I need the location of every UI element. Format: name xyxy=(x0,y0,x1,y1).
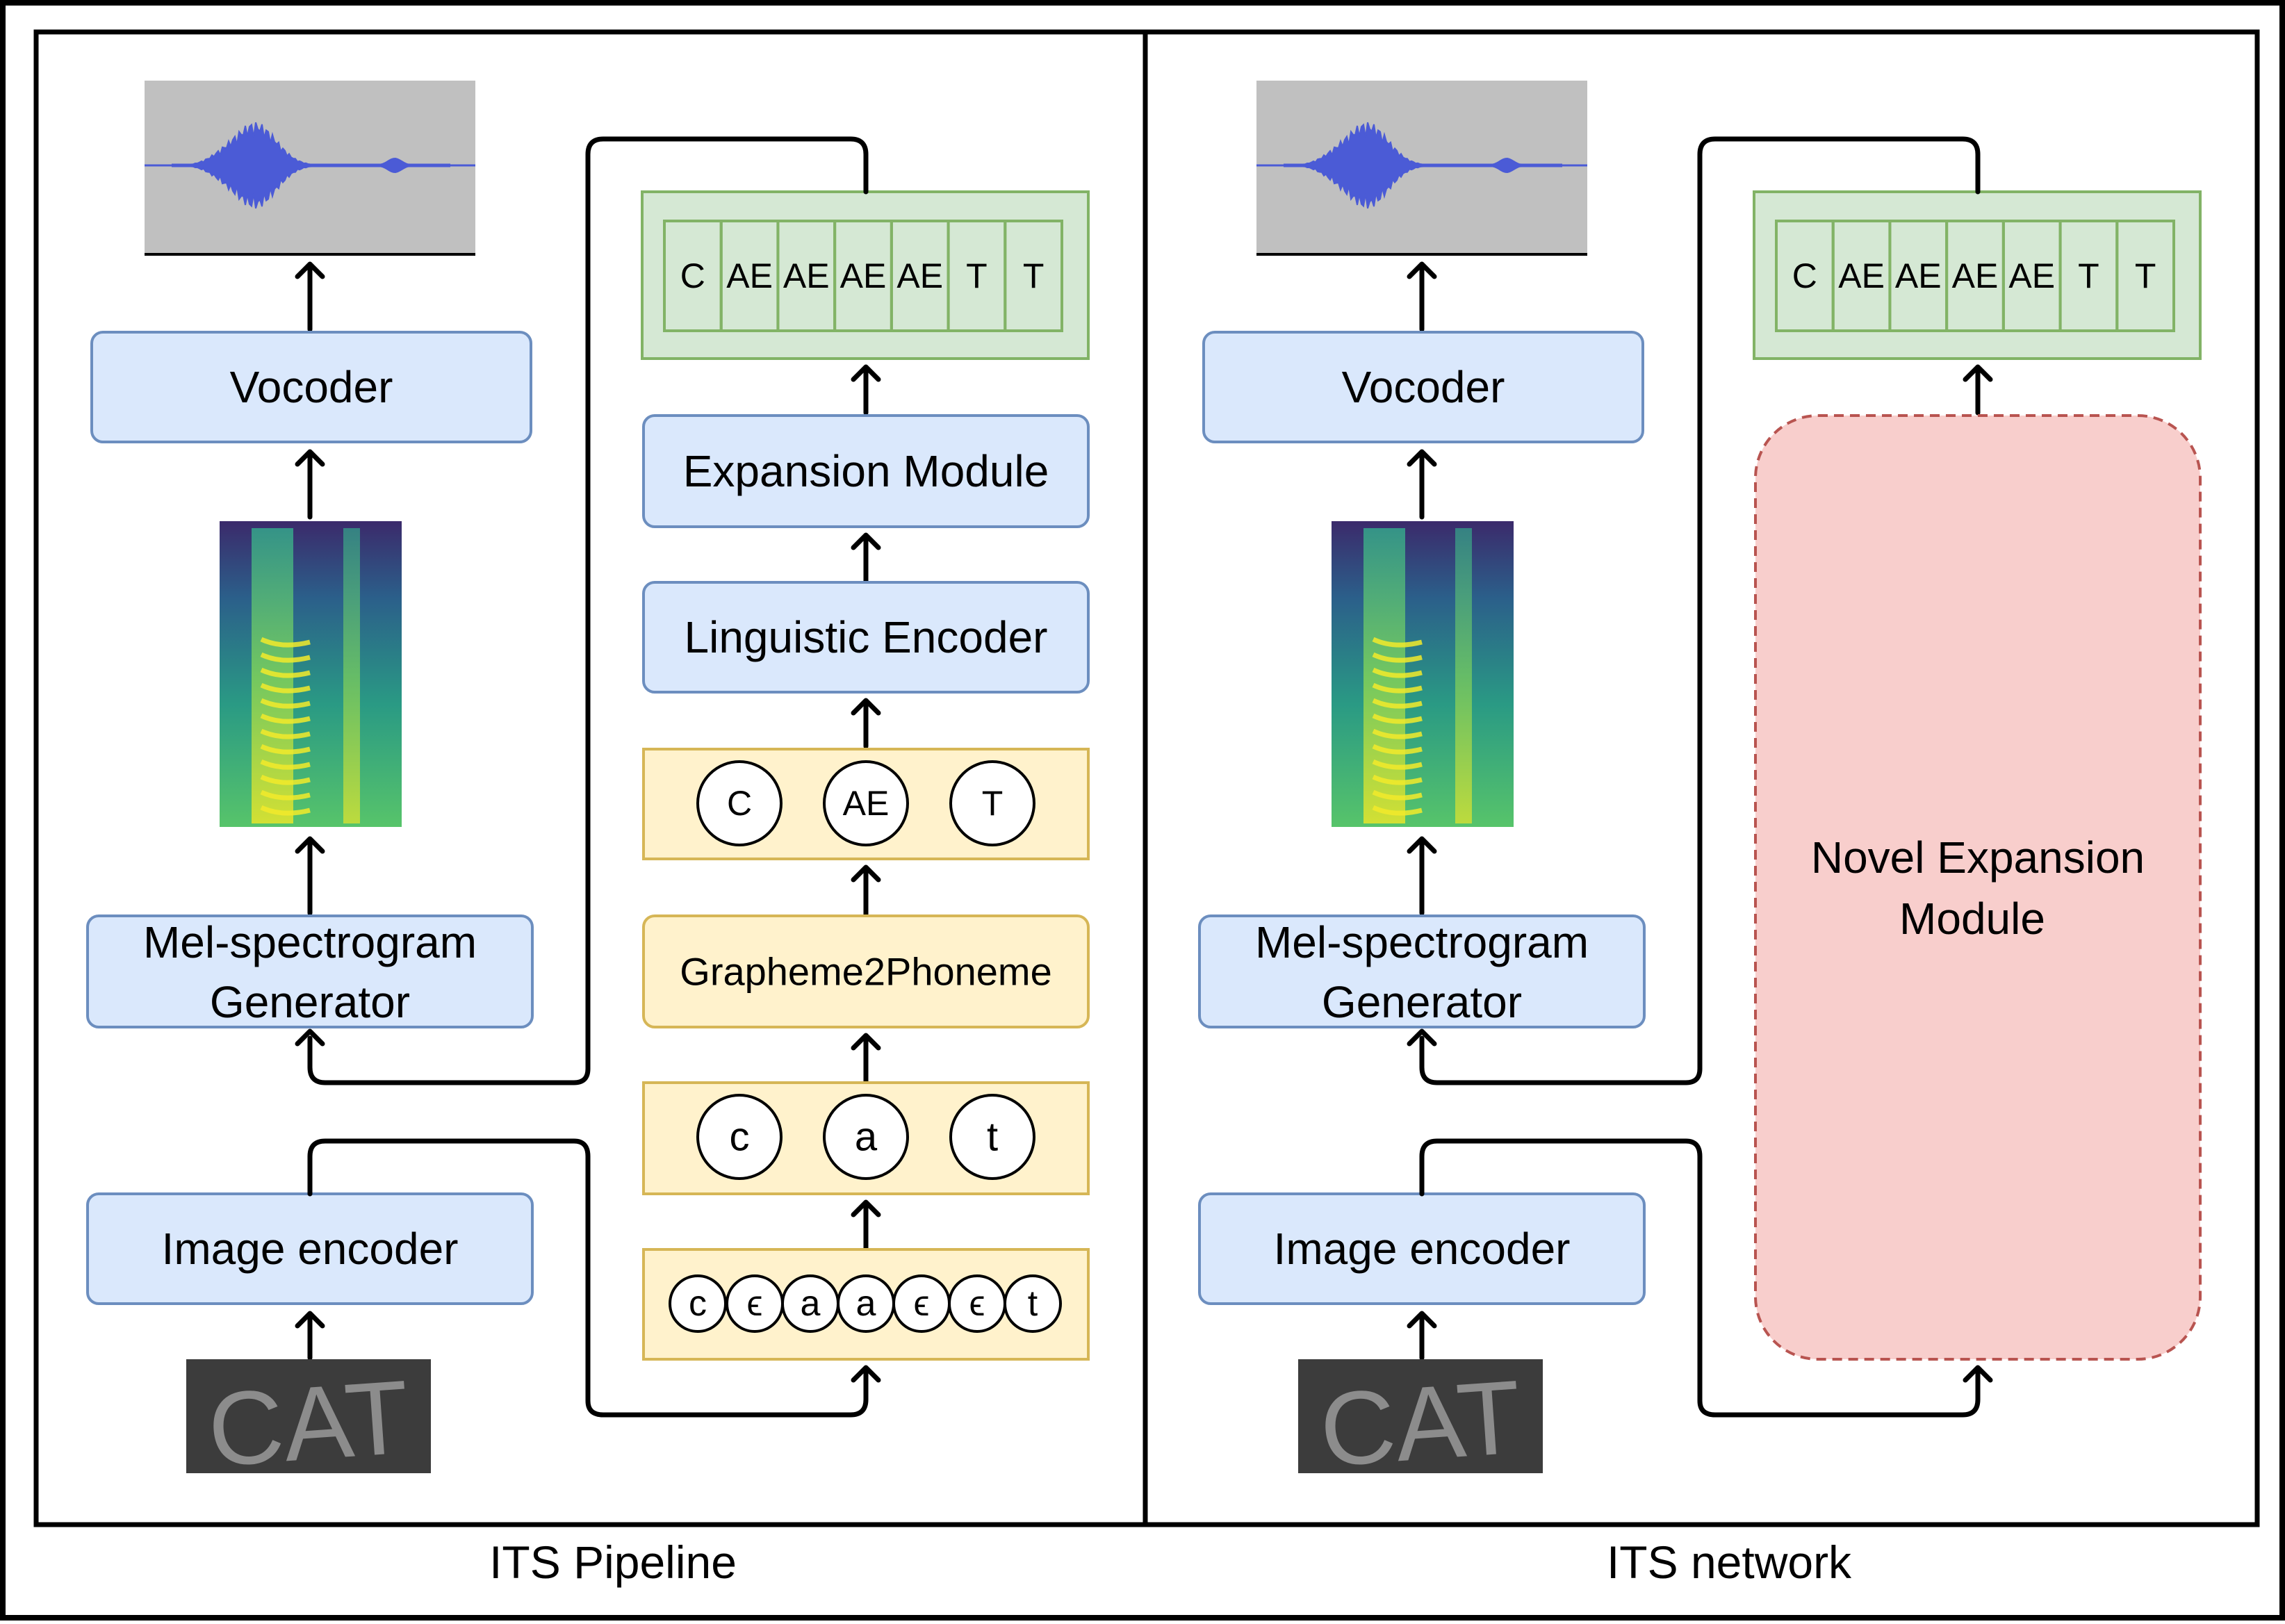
symbol-label: a xyxy=(801,1283,821,1324)
mel-spectrogram-image-network xyxy=(1332,521,1514,827)
phoneme-circles: C AE T xyxy=(696,760,1035,846)
phoneme-cell-label: C xyxy=(1792,256,1817,295)
vocoder-label-network: Vocoder xyxy=(1342,362,1505,412)
phoneme-cell-label: C xyxy=(680,256,705,295)
grapheme2phoneme-label: Grapheme2Phoneme xyxy=(680,950,1051,994)
phoneme-cell-label: AE xyxy=(896,256,943,295)
input-cat-image-text-network: CAT xyxy=(1316,1358,1525,1488)
image-encoder-label: Image encoder xyxy=(162,1224,459,1274)
symbol-label: t xyxy=(987,1115,998,1160)
phoneme-cell-label: AE xyxy=(1895,256,1942,295)
novel-expansion-label-line1: Novel Expansion xyxy=(1811,832,2145,883)
novel-expansion-module-box xyxy=(1754,414,2202,1361)
symbol-label: ϵ xyxy=(969,1283,985,1324)
symbol-label: c xyxy=(730,1115,750,1160)
grapheme2phoneme-box xyxy=(642,914,1090,1028)
phoneme-cell-label: AE xyxy=(783,256,830,295)
waveform-output xyxy=(145,81,475,256)
symbol-circle xyxy=(1004,1274,1062,1333)
linguistic-encoder-box xyxy=(642,581,1090,694)
symbol-label: a xyxy=(855,1115,878,1160)
phoneme-cell xyxy=(1004,220,1064,332)
expansion-module-box xyxy=(642,414,1090,528)
phoneme-cell-label: AE xyxy=(1952,256,1999,295)
linguistic-encoder-label: Linguistic Encoder xyxy=(685,612,1048,662)
mel-generator-label-network-line1: Mel-spectrogram xyxy=(1255,917,1589,967)
phoneme-cell-label: T xyxy=(2078,256,2099,295)
vocoder-label: Vocoder xyxy=(230,362,393,412)
symbol-label: AE xyxy=(843,784,890,823)
symbol-label: C xyxy=(727,784,752,823)
symbol-label: ϵ xyxy=(914,1283,930,1324)
network-caption: ITS network xyxy=(1607,1536,1852,1588)
input-cat-image: CAT xyxy=(186,1358,431,1488)
vocoder-box xyxy=(90,331,532,443)
phoneme-cell-label: AE xyxy=(2008,256,2055,295)
network-panel xyxy=(1142,29,2260,1527)
symbol-label: c xyxy=(689,1283,707,1324)
connector-encoder-to-novel-expansion xyxy=(1419,1138,1981,1418)
symbol-label: T xyxy=(982,784,1004,823)
waveform-output-network xyxy=(1256,81,1587,256)
network-left-column: Vocoder Mel-spectrogram Generator Image … xyxy=(1198,81,1646,1488)
symbol-circle xyxy=(949,1094,1035,1180)
phoneme-cell xyxy=(2115,220,2175,332)
connector-network-to-melgen xyxy=(1419,136,1981,1085)
phoneme-cell-label: AE xyxy=(726,256,773,295)
symbol-circle xyxy=(949,760,1035,846)
symbol-label: ϵ xyxy=(747,1283,763,1324)
connector-phonemes-to-melgen xyxy=(307,136,869,1085)
phoneme-cell-label: T xyxy=(1023,256,1045,295)
mel-generator-label-line1: Mel-spectrogram xyxy=(143,917,477,967)
symbol-circle xyxy=(823,1094,909,1180)
novel-expansion-label-line2: Module xyxy=(1899,894,2045,944)
connector-encoder-to-ctc xyxy=(307,1138,869,1418)
vocoder-box-network xyxy=(1202,331,1644,443)
image-encoder-label-network: Image encoder xyxy=(1274,1224,1571,1274)
phoneme-cell-label: T xyxy=(966,256,988,295)
input-cat-image-network: CAT xyxy=(1298,1358,1543,1488)
symbol-label: a xyxy=(856,1283,876,1324)
symbol-circle xyxy=(823,760,909,846)
mel-generator-label-line2: Generator xyxy=(210,977,410,1027)
mel-generator-box-network xyxy=(1198,914,1646,1028)
mel-generator-box xyxy=(86,914,534,1028)
phoneme-cell-label: AE xyxy=(1838,256,1885,295)
mel-generator-label-network-line2: Generator xyxy=(1322,977,1522,1027)
symbol-circle xyxy=(696,1094,783,1180)
pipeline-left-column: Vocoder Mel-spectrogram Generator Image … xyxy=(86,81,534,1488)
pipeline-caption: ITS Pipeline xyxy=(489,1536,737,1588)
expansion-module-label: Expansion Module xyxy=(683,446,1049,496)
phoneme-cell-label: T xyxy=(2135,256,2156,295)
input-cat-image-text: CAT xyxy=(204,1358,413,1488)
symbol-circle xyxy=(696,760,783,846)
mel-spectrogram-image xyxy=(220,521,402,827)
phoneme-cell-label: AE xyxy=(840,256,887,295)
symbol-label: t xyxy=(1028,1283,1038,1324)
